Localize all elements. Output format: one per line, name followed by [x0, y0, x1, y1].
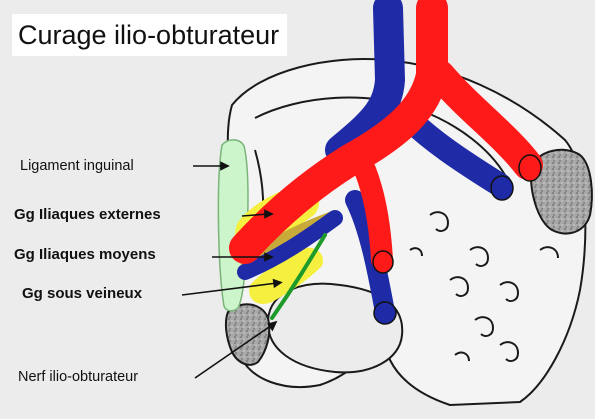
- label-gg-iliaques-moyens: Gg Iliaques moyens: [14, 246, 156, 264]
- page-title: Curage ilio-obturateur: [12, 14, 287, 56]
- label-gg-sous-veineux: Gg sous veineux: [22, 285, 142, 303]
- label-ligament-inguinal: Ligament inguinal: [20, 157, 134, 175]
- artery-end-right: [519, 155, 541, 181]
- vein-end-right: [491, 176, 513, 200]
- vein-end-bottom: [374, 302, 396, 324]
- label-gg-iliaques-externes: Gg Iliaques externes: [14, 206, 161, 224]
- ischial-hatched-area: [226, 304, 269, 364]
- artery-end-bottom: [373, 251, 393, 273]
- label-nerf-ilio-obturateur: Nerf ilio-obturateur: [18, 368, 138, 386]
